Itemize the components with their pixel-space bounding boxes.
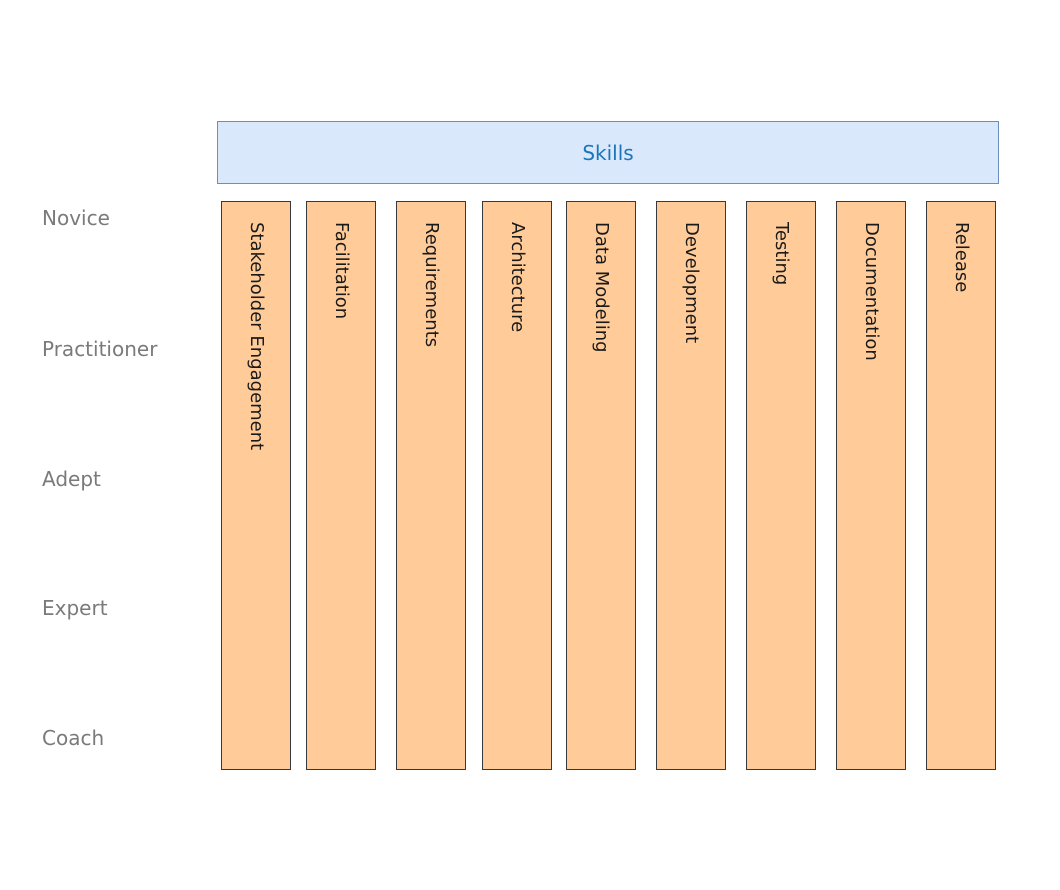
level-practitioner: Practitioner (42, 337, 158, 361)
skills-header: Skills (217, 121, 999, 184)
skill-label: Testing (771, 222, 792, 286)
skill-column-release: Release (926, 201, 996, 770)
skill-column-facilitation: Facilitation (306, 201, 376, 770)
skill-label: Requirements (421, 222, 442, 348)
level-coach: Coach (42, 726, 105, 750)
skill-label: Data Modeling (591, 222, 612, 353)
skill-label: Architecture (507, 222, 528, 333)
skill-column-documentation: Documentation (836, 201, 906, 770)
skill-column-architecture: Architecture (482, 201, 552, 770)
skill-column-requirements: Requirements (396, 201, 466, 770)
skill-label: Documentation (861, 222, 882, 361)
level-adept: Adept (42, 467, 101, 491)
skill-column-stakeholder-engagement: Stakeholder Engagement (221, 201, 291, 770)
skill-label: Release (951, 222, 972, 293)
skill-label: Stakeholder Engagement (246, 222, 267, 451)
skill-column-data-modeling: Data Modeling (566, 201, 636, 770)
level-novice: Novice (42, 206, 110, 230)
skill-column-testing: Testing (746, 201, 816, 770)
level-expert: Expert (42, 596, 108, 620)
skills-header-title: Skills (582, 140, 634, 165)
skill-label: Facilitation (331, 222, 352, 320)
skill-label: Development (681, 222, 702, 344)
skill-column-development: Development (656, 201, 726, 770)
